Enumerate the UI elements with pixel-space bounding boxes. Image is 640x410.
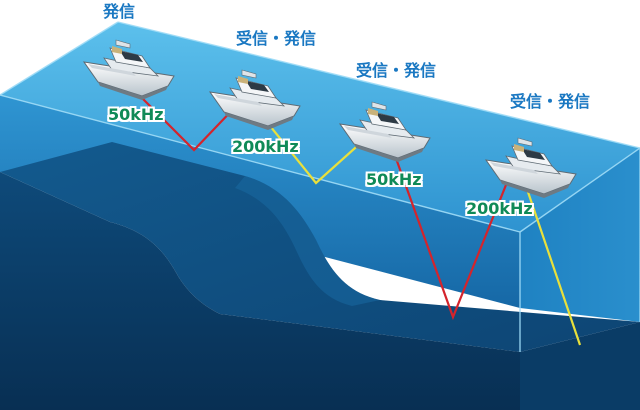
role-label-2: 受信・発信 [236, 29, 317, 48]
beam-200khz-deep [526, 191, 582, 346]
beam-50khz-deep [391, 149, 514, 321]
beam-50khz-shallow [139, 95, 241, 152]
beam-200khz-shallow [261, 115, 365, 185]
tank-edges [0, 21, 640, 352]
role-label-4: 受信・発信 [510, 92, 591, 111]
freq-label-3: 50kHz [366, 170, 422, 189]
seabed-right-face [520, 322, 640, 410]
freq-label-1: 50kHz [108, 105, 164, 124]
freq-label-2: 200kHz [232, 137, 299, 156]
seabed-top [0, 142, 640, 352]
seabed-front-face [0, 172, 520, 410]
water-right-face [520, 148, 640, 322]
freq-label-4: 200kHz [466, 199, 533, 218]
seabed-slope-highlight [235, 176, 380, 306]
role-label-3: 受信・発信 [356, 61, 437, 80]
role-label-1: 発信 [103, 2, 136, 21]
